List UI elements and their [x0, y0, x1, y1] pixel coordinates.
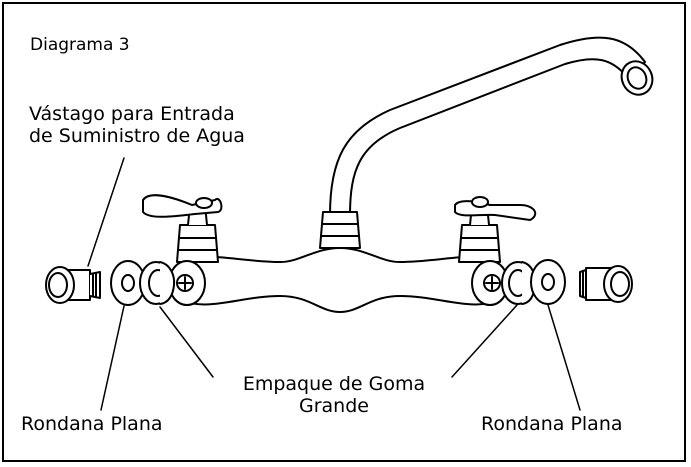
supply-stem-label-line-2: de Suministro de Agua — [29, 125, 245, 147]
spout-nut — [319, 211, 361, 249]
washer-left-label: Rondana Plana — [21, 413, 163, 435]
faucet-body — [179, 247, 501, 313]
right-flat-washer — [530, 259, 566, 305]
left-valve — [142, 194, 223, 263]
supply-stem-label: Vástago para Entrada de Suministro de Ag… — [29, 103, 245, 147]
gasket-label-line-2: Grande — [299, 395, 369, 417]
right-supply-stem — [579, 265, 633, 303]
left-flat-washer — [110, 260, 146, 306]
diagram-title: Diagrama 3 — [30, 35, 130, 55]
right-valve — [454, 196, 537, 263]
left-supply-stem — [45, 266, 101, 304]
gasket-label: Empaque de Goma Grande — [217, 373, 451, 417]
washer-right-label: Rondana Plana — [481, 413, 623, 435]
spout — [329, 36, 654, 216]
right-rubber-gasket — [501, 261, 537, 305]
leader-lines — [87, 157, 581, 411]
gasket-label-line-1: Empaque de Goma — [242, 373, 426, 395]
left-rubber-gasket — [139, 261, 176, 305]
supply-stem-label-line-1: Vástago para Entrada — [29, 103, 235, 125]
right-inlet-nipple — [471, 260, 509, 306]
